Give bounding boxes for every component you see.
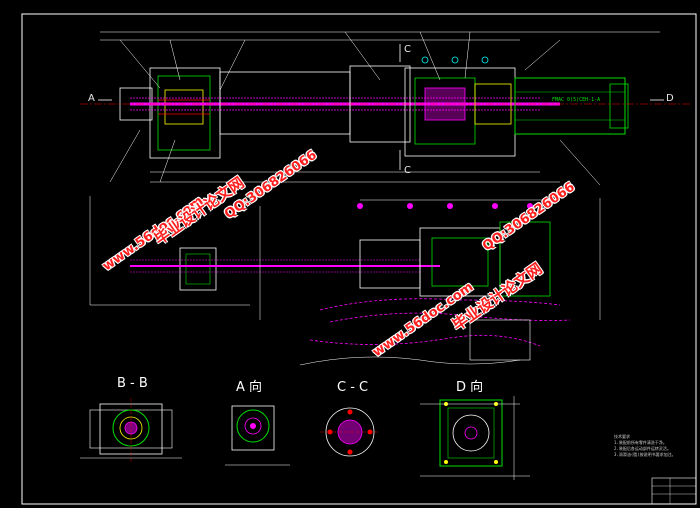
section-cc-label: C - C (337, 380, 369, 395)
view-a (225, 405, 290, 466)
notes-line-3: 3.润滑油(脂)按说明书要求加注。 (614, 452, 676, 457)
marker-d: D (666, 93, 674, 104)
section-cc-view (320, 407, 380, 457)
technical-notes: 技术要求 1.装配前所有零件清洗干净。 2.装配后各运动部件运转灵活。 3.润滑… (614, 434, 676, 458)
section-bb-view (80, 398, 182, 462)
view-d (420, 396, 530, 480)
section-bb-label: B - B (117, 376, 148, 391)
marker-c-top: C (404, 44, 411, 55)
motor-label: FMAC 0(5)CEH-1-A (552, 97, 601, 103)
marker-a: A (88, 93, 95, 104)
view-a-label: A 向 (236, 380, 263, 395)
marker-c-bottom: C (404, 165, 411, 176)
notes-line-1: 1.装配前所有零件清洗干净。 (614, 440, 667, 445)
drawing-frame (21, 13, 697, 505)
title-block (651, 477, 697, 505)
installed-view (89, 196, 601, 366)
notes-title: 技术要求 (614, 434, 630, 439)
main-assembly-view (80, 31, 690, 186)
view-d-label: D 向 (456, 380, 484, 395)
notes-line-2: 2.装配后各运动部件运转灵活。 (614, 446, 671, 451)
